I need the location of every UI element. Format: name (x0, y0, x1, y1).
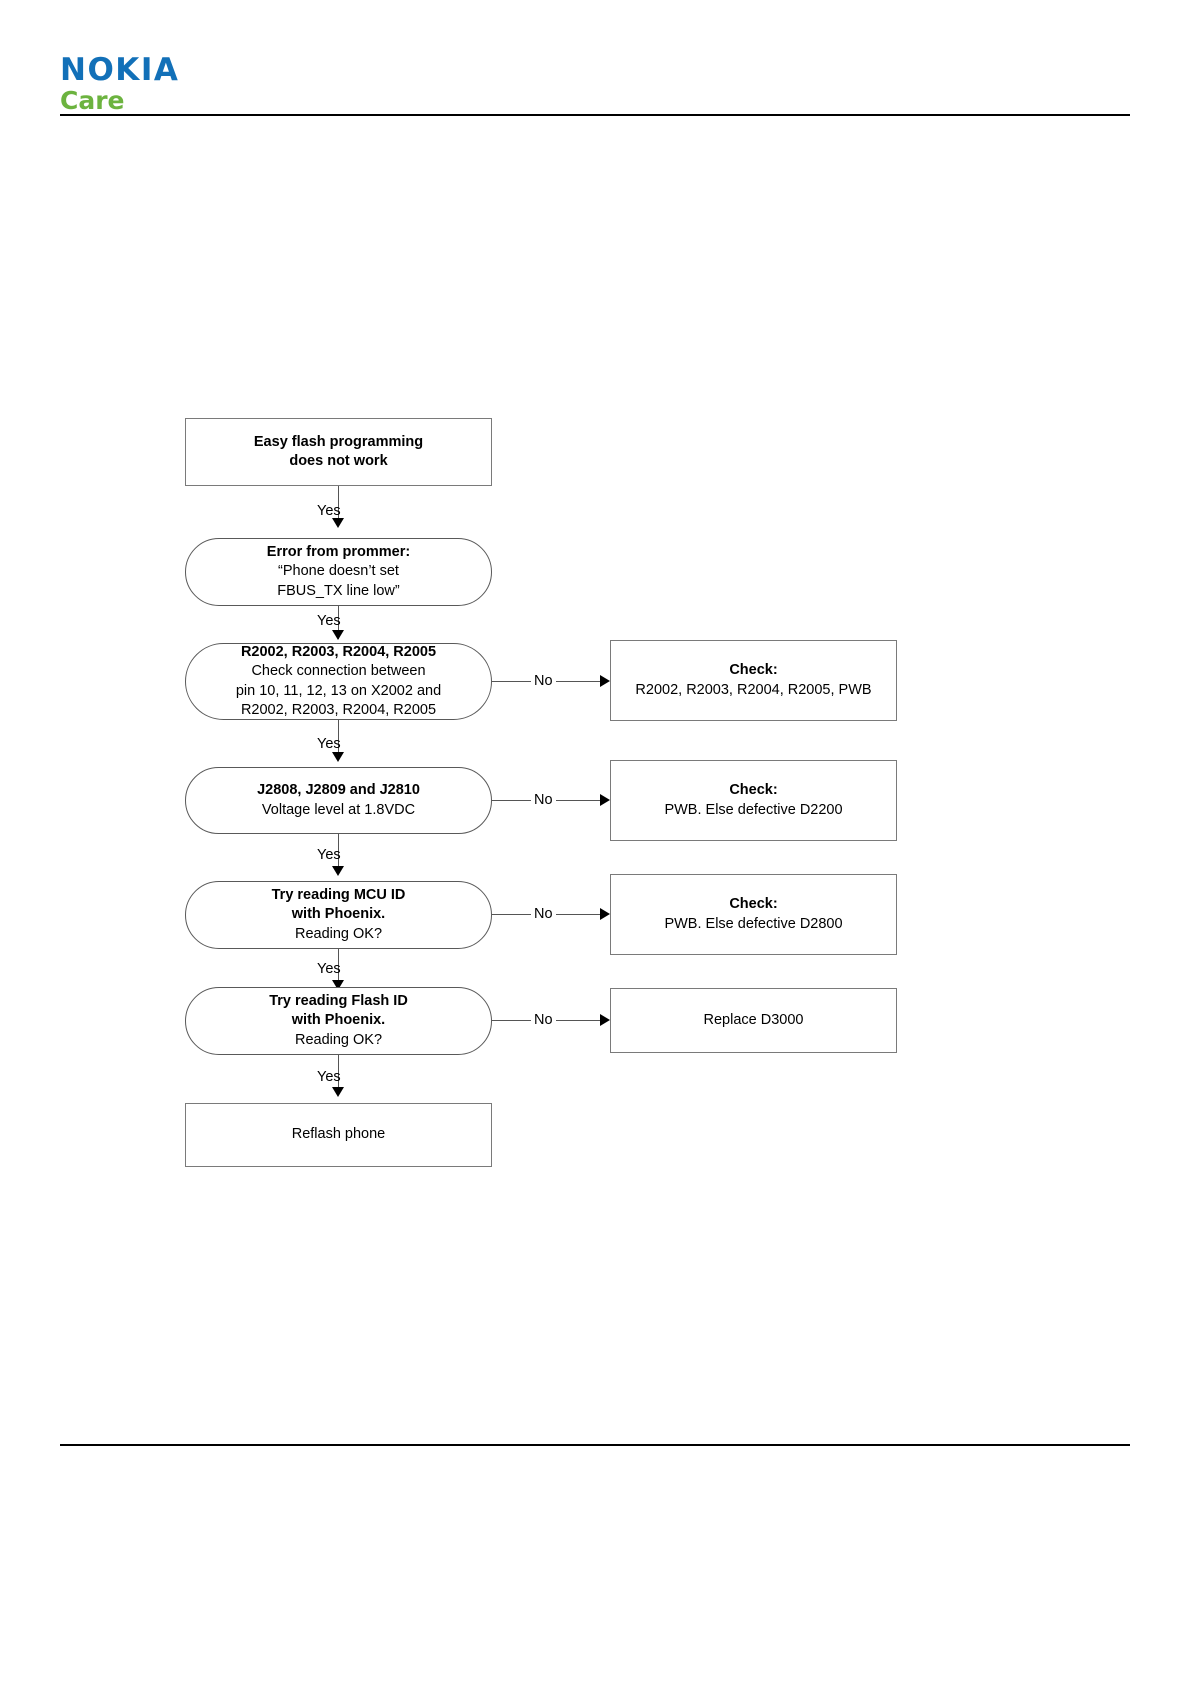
flow-node-resistor-check: R2002, R2003, R2004, R2005 Check connect… (185, 643, 492, 720)
flow-action-replace-d3000: Replace D3000 (610, 988, 897, 1053)
flow-node-jumper-voltage: J2808, J2809 and J2810 Voltage level at … (185, 767, 492, 834)
flow-action-check-d2200: Check: PWB. Else defective D2200 (610, 760, 897, 841)
edge-error-to-resistor (338, 606, 339, 639)
edge-mcu-to-flash-arrowhead (332, 980, 344, 990)
edge-mcu-to-check-arrowhead (600, 908, 610, 920)
flow-node-read-flash-id: Try reading Flash ID with Phoenix. Readi… (185, 987, 492, 1055)
flow-node-read-flash-id-line1: Try reading Flash ID (269, 993, 408, 1010)
edge-label-no-2: No (531, 793, 556, 808)
care-wordmark: Care (60, 86, 125, 115)
edge-label-yes-3: Yes (317, 736, 341, 752)
footer-divider (60, 1444, 1130, 1446)
edge-label-yes-4: Yes (317, 847, 341, 863)
flow-node-resistor-check-line3: pin 10, 11, 12, 13 on X2002 and (235, 682, 442, 699)
flow-action-check-d2800-line2: PWB. Else defective D2800 (664, 915, 843, 932)
edge-flash-to-end-arrowhead (332, 1087, 344, 1097)
flow-action-check-resistors-line2: R2002, R2003, R2004, R2005, PWB (635, 681, 872, 698)
edge-label-no-4: No (531, 1013, 556, 1028)
edge-label-yes-2: Yes (317, 613, 341, 629)
flow-node-start: Easy flash programming does not work (185, 418, 492, 486)
edge-start-to-error (338, 486, 339, 520)
edge-jumper-to-check-arrowhead (600, 794, 610, 806)
flow-action-check-resistors: Check: R2002, R2003, R2004, R2005, PWB (610, 640, 897, 721)
flow-node-error-prommer: Error from prommer: “Phone doesn’t set F… (185, 538, 492, 606)
edge-label-yes-1: Yes (317, 503, 341, 519)
edge-label-yes-6: Yes (317, 1069, 341, 1085)
flow-action-replace-d3000-line1: Replace D3000 (703, 1011, 804, 1028)
flow-action-check-d2800: Check: PWB. Else defective D2800 (610, 874, 897, 955)
flow-node-error-prommer-line3: FBUS_TX line low” (277, 582, 400, 599)
flow-node-jumper-voltage-line1: J2808, J2809 and J2810 (257, 782, 420, 799)
flow-node-resistor-check-line2: Check connection between (251, 663, 426, 680)
edge-resistor-to-check-arrowhead (600, 675, 610, 687)
flow-node-end: Reflash phone (185, 1103, 492, 1167)
edge-label-yes-5: Yes (317, 961, 341, 977)
edge-flash-to-end (338, 1055, 339, 1090)
edge-start-to-error-arrowhead (332, 518, 344, 528)
edge-label-no-3: No (531, 907, 556, 922)
flow-node-read-flash-id-line3: Reading OK? (294, 1031, 383, 1048)
flow-node-read-mcu-id-line2: with Phoenix. (291, 906, 386, 923)
flow-node-read-mcu-id-line3: Reading OK? (294, 925, 383, 942)
edge-resistor-to-jumper-arrowhead (332, 752, 344, 762)
flow-node-error-prommer-line2: “Phone doesn’t set (278, 563, 399, 580)
edge-label-no-1: No (531, 674, 556, 689)
nokia-wordmark: NOKIA (60, 52, 180, 88)
flow-node-read-mcu-id: Try reading MCU ID with Phoenix. Reading… (185, 881, 492, 949)
flow-node-end-line1: Reflash phone (291, 1126, 386, 1143)
edge-mcu-to-flash (338, 949, 339, 982)
edge-resistor-to-jumper (338, 720, 339, 756)
flow-node-error-prommer-line1: Error from prommer: (266, 544, 411, 561)
nokia-care-logo: NOKIA Care (60, 55, 360, 114)
edge-jumper-to-mcu (338, 834, 339, 868)
flow-node-jumper-voltage-line2: Voltage level at 1.8VDC (261, 801, 416, 818)
flow-node-resistor-check-line4: R2002, R2003, R2004, R2005 (240, 701, 437, 718)
flow-node-start-line1: Easy flash programming (253, 433, 424, 450)
header-divider (60, 114, 1130, 116)
flow-action-check-resistors-line1: Check: (729, 662, 778, 679)
flow-action-check-d2800-line1: Check: (729, 896, 778, 913)
edge-flash-to-replace-arrowhead (600, 1014, 610, 1026)
flow-action-check-d2200-line2: PWB. Else defective D2200 (664, 801, 843, 818)
flow-node-resistor-check-line1: R2002, R2003, R2004, R2005 (240, 643, 437, 660)
flow-node-read-flash-id-line2: with Phoenix. (291, 1012, 386, 1029)
flow-node-start-line2: does not work (289, 453, 388, 469)
edge-jumper-to-mcu-arrowhead (332, 866, 344, 876)
flow-node-read-mcu-id-line1: Try reading MCU ID (271, 887, 406, 904)
flow-action-check-d2200-line1: Check: (729, 782, 778, 799)
edge-error-to-resistor-arrowhead (332, 630, 344, 640)
